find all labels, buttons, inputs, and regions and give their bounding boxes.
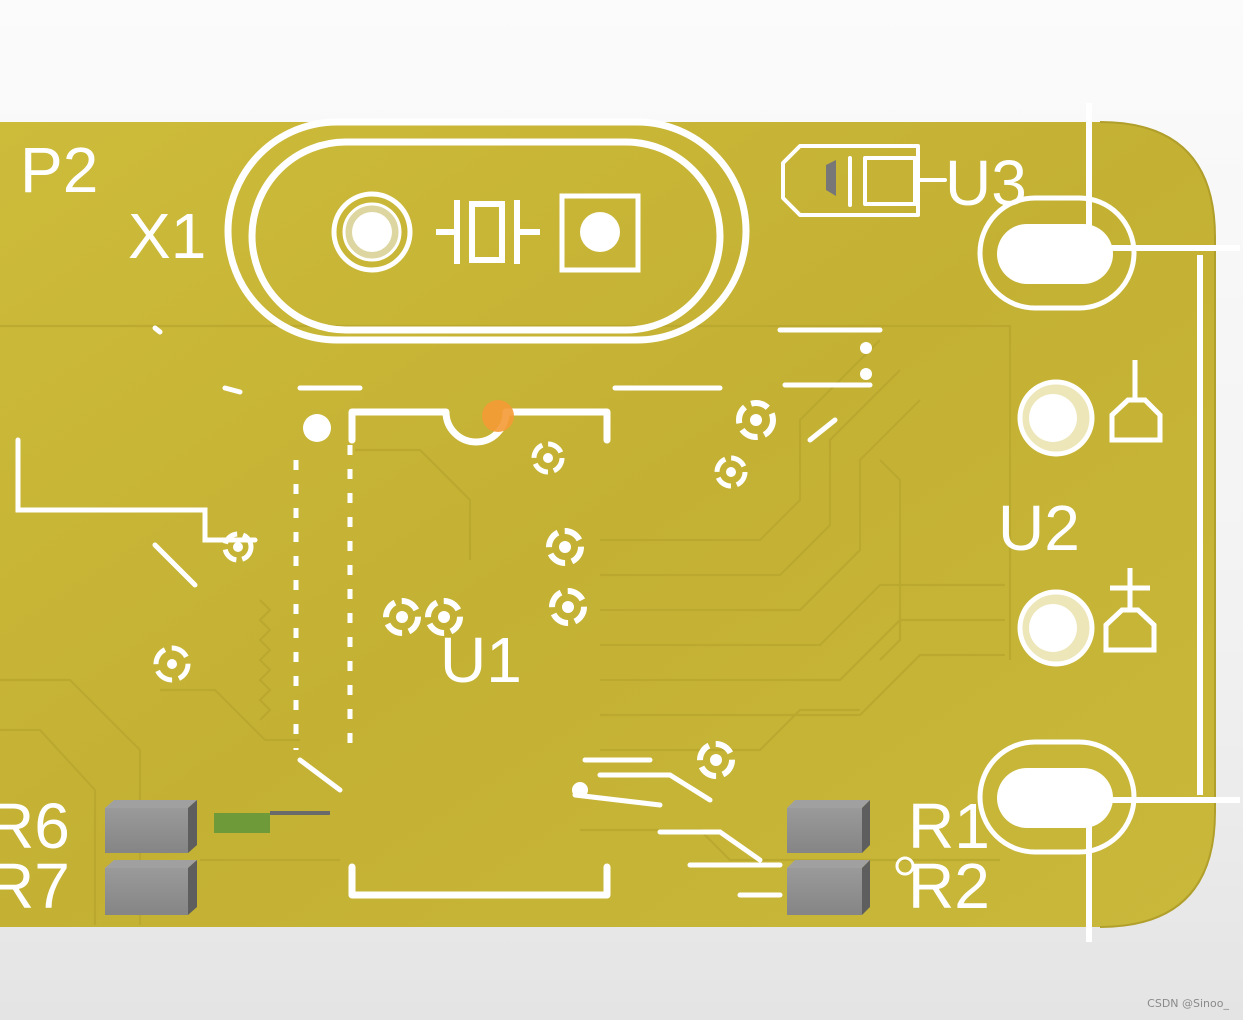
- resistor-r6-pad: [105, 800, 197, 853]
- measure-cursor: [482, 400, 514, 432]
- copper-traces: [0, 324, 1012, 925]
- resistor-r1-pad: [787, 800, 870, 853]
- crystal-x1-pads: [331, 191, 641, 273]
- vias: [153, 342, 915, 876]
- crystal-x1-outline: [224, 118, 750, 344]
- polarity-symbols: [1103, 360, 1163, 653]
- pin1-marker: [303, 414, 331, 442]
- watermark: CSDN @Sinoo_: [1147, 997, 1229, 1010]
- designator-r2: R2: [908, 850, 990, 922]
- designator-u3: U3: [945, 147, 1027, 219]
- designator-r1: R1: [908, 790, 990, 862]
- designator-r6: R6: [0, 790, 70, 862]
- resistor-r7-pad: [105, 860, 197, 915]
- designator-x1: X1: [128, 200, 206, 272]
- u2-pad-minus: [1017, 379, 1095, 457]
- u3-outline: [781, 144, 947, 217]
- designator-p2: P2: [20, 134, 98, 206]
- silk-fragments: [15, 325, 883, 898]
- u3-component-body: [826, 160, 836, 196]
- green-component: [214, 813, 270, 833]
- resistor-r2-pad: [787, 860, 870, 915]
- board-edge: [1099, 121, 1216, 928]
- designator-u1: U1: [440, 624, 522, 696]
- slot-pad-top: [977, 195, 1137, 311]
- designator-r7: R7: [0, 850, 70, 922]
- u2-pad-plus: [1017, 589, 1095, 667]
- u1-pin-rows: [293, 445, 353, 750]
- designator-u2: U2: [998, 492, 1080, 564]
- slot-pad-bottom: [977, 739, 1137, 855]
- crystal-symbol: [436, 200, 540, 264]
